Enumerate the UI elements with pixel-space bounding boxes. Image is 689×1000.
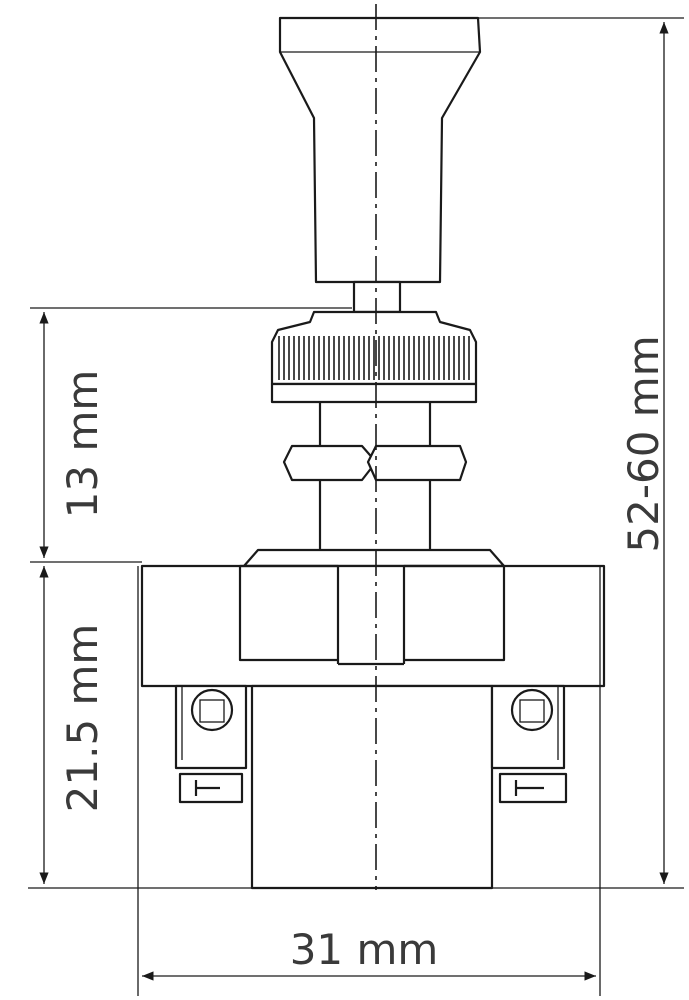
extension-lines — [28, 17, 684, 996]
switch-housing — [140, 548, 606, 890]
knurled-nut — [270, 310, 478, 404]
plunger-shaft — [352, 280, 402, 314]
pull-knob — [278, 16, 482, 284]
label-height-upper: 13 mm — [58, 370, 107, 519]
label-height-total: 52-60 mm — [619, 335, 668, 552]
label-width-base: 31 mm — [290, 925, 439, 974]
label-height-lower: 21.5 mm — [58, 624, 107, 813]
hex-nut — [282, 444, 468, 482]
right-terminal — [490, 684, 568, 804]
knurl-lines — [278, 336, 470, 380]
left-terminal — [174, 684, 248, 804]
